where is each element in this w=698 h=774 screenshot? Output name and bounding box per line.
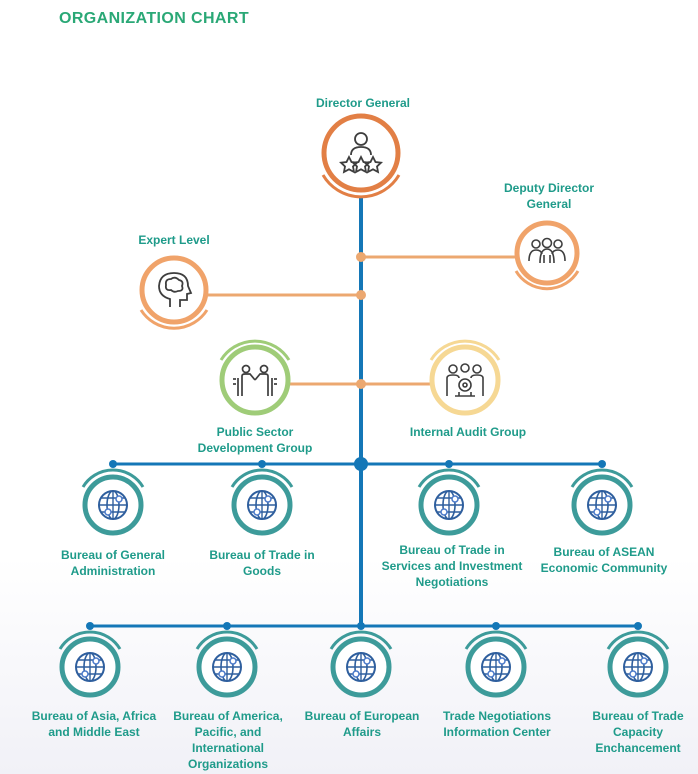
bureau-node-trade-negotiations-info — [464, 630, 528, 698]
connector-lines — [86, 196, 642, 630]
bureau-node-trade-capacity — [606, 630, 670, 698]
label-bureau-america-pacific: Bureau of America, Pacific, and Internat… — [173, 709, 283, 771]
label-bureau-trade-in-goods: Bureau of Trade in Goods — [209, 548, 315, 578]
label-bureau-asean-economic-community: Bureau of ASEAN Economic Community — [540, 545, 668, 575]
globe-icon — [75, 652, 105, 682]
label-bureau-general-administration: Bureau of General Administration — [60, 548, 166, 578]
label-bureau-european-affairs: Bureau of European Affairs — [304, 709, 420, 739]
page-title: ORGANIZATION CHART — [59, 10, 249, 27]
bureau-node-european-affairs — [329, 630, 393, 698]
globe-icon — [98, 490, 128, 520]
head-brain-icon — [158, 272, 193, 307]
label-bureau-asia-africa: Bureau of Asia, Africa and Middle East — [31, 709, 157, 739]
bureau-node-trade-in-goods — [230, 468, 294, 536]
globe-icon — [212, 652, 242, 682]
label-deputy-director-general: Deputy Director General — [503, 181, 595, 211]
label-internal-audit-group: Internal Audit Group — [409, 425, 527, 439]
team-icon — [528, 237, 566, 264]
bureau-node-general-administration — [81, 468, 145, 536]
bureau-node-america-pacific — [195, 630, 259, 698]
node-internal-audit-group — [429, 339, 501, 416]
node-director-general — [321, 113, 401, 199]
globe-icon — [587, 490, 617, 520]
team-gear-icon — [446, 363, 484, 397]
globe-icon — [623, 652, 653, 682]
deputy-joint-dot — [356, 252, 366, 262]
node-expert-level — [139, 255, 209, 330]
node-deputy-director-general — [514, 220, 580, 291]
label-public-sector-development-group: Public Sector Development Group — [197, 425, 313, 455]
bureau-row1-hub-dot — [354, 457, 368, 471]
bureau-node-asia-africa-middle-east — [58, 630, 122, 698]
globe-icon — [481, 652, 511, 682]
label-director-general: Director General — [315, 96, 411, 110]
globe-icon — [346, 652, 376, 682]
handshake-icon — [233, 364, 277, 396]
bureau-node-trade-in-services — [417, 468, 481, 536]
expert-joint-dot — [356, 290, 366, 300]
bureau-node-asean-economic-community — [570, 468, 634, 536]
label-trade-negotiations-info: Trade Negotiations Information Center — [442, 709, 552, 739]
label-expert-level: Expert Level — [138, 233, 210, 247]
person-stars-icon — [339, 132, 383, 174]
globe-icon — [247, 490, 277, 520]
groups-joint-dot — [356, 379, 366, 389]
globe-icon — [434, 490, 464, 520]
label-bureau-trade-capacity: Bureau of Trade Capacity Enchancement — [592, 709, 684, 755]
node-public-sector-development-group — [219, 339, 291, 416]
label-bureau-trade-in-services: Bureau of Trade in Services and Investme… — [381, 543, 523, 589]
